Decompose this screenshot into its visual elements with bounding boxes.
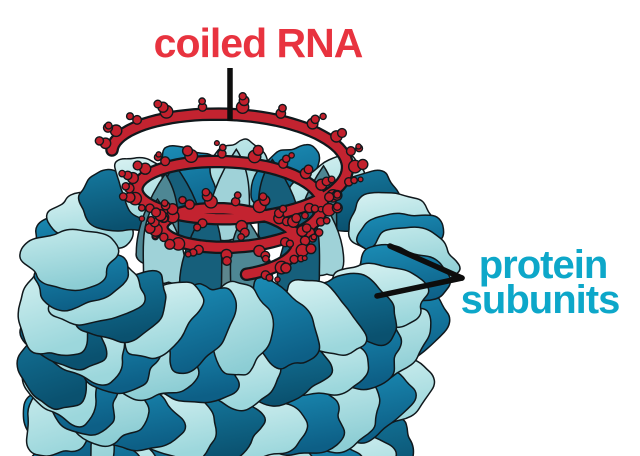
rna-base xyxy=(192,223,202,232)
rna-base xyxy=(146,215,156,225)
rna-base xyxy=(237,233,246,241)
rna-base xyxy=(160,199,169,207)
rna-base xyxy=(305,243,317,255)
protein-label-line1: protein xyxy=(479,243,608,287)
annotation-lines xyxy=(227,68,465,299)
rna-strand-tube xyxy=(107,109,352,279)
rna-base xyxy=(213,140,220,147)
rna-base xyxy=(310,114,321,125)
rna-base xyxy=(160,156,171,167)
rna-base xyxy=(278,103,287,113)
rna-base xyxy=(118,192,128,201)
rna-base xyxy=(301,223,312,234)
rna-base xyxy=(125,112,135,121)
rna-base xyxy=(289,254,299,265)
rna-base xyxy=(201,187,211,197)
rna-base xyxy=(319,112,327,121)
rna-base xyxy=(274,276,281,283)
rna-base xyxy=(158,232,169,243)
rna-base xyxy=(94,136,105,146)
rna-base xyxy=(345,146,357,157)
rna-label: coiled RNA xyxy=(154,20,363,66)
rna-base xyxy=(278,204,288,214)
rna-base xyxy=(301,255,308,262)
rna-base xyxy=(155,151,162,158)
rna-base xyxy=(181,145,194,157)
virus-capsid xyxy=(16,138,461,456)
rna-base xyxy=(233,191,242,200)
rna-base xyxy=(258,192,268,201)
rna-base xyxy=(221,256,232,267)
rna-base xyxy=(281,154,291,164)
rna-base xyxy=(288,152,295,159)
rna-base xyxy=(121,181,130,191)
rna-bases xyxy=(94,92,369,283)
rna-base xyxy=(164,238,176,250)
rna-base xyxy=(327,175,336,184)
rna-base xyxy=(138,215,146,222)
rna-base xyxy=(118,169,126,178)
rna-base xyxy=(314,228,324,237)
rna-base xyxy=(357,176,364,183)
rna-base xyxy=(291,213,302,224)
rna-base xyxy=(324,191,335,203)
rna-base xyxy=(184,250,192,258)
rna-base xyxy=(336,127,348,139)
rna-base xyxy=(261,254,270,263)
protein-label-line2: subunits xyxy=(461,278,620,322)
rna-base xyxy=(218,143,227,152)
rna-base xyxy=(310,204,320,213)
rna-base xyxy=(280,262,292,274)
rna-base xyxy=(350,176,358,185)
rna-base xyxy=(322,216,331,225)
rna-base xyxy=(238,92,247,101)
rna-base xyxy=(104,121,113,130)
rna-base xyxy=(150,207,162,218)
rna-base xyxy=(132,114,143,125)
protein-pointer-line-lower xyxy=(374,275,465,299)
rna-base xyxy=(310,233,318,241)
protein-pointer-line-upper xyxy=(387,243,465,281)
rna-base xyxy=(178,195,187,205)
rna-base xyxy=(137,203,146,212)
rna-base xyxy=(355,143,362,150)
rna-base xyxy=(301,211,309,220)
rna-base xyxy=(184,199,195,210)
protein-subunit xyxy=(19,228,120,292)
coiled-rna-strand xyxy=(94,92,369,283)
rna-base xyxy=(252,144,264,157)
rna-base xyxy=(332,202,342,211)
rna-base xyxy=(132,160,143,171)
rna-base xyxy=(153,99,163,109)
rna-base xyxy=(303,164,314,175)
rna-base xyxy=(285,239,295,248)
rna-base xyxy=(357,158,369,171)
rna-base xyxy=(333,190,342,199)
rna-base xyxy=(265,273,274,282)
rna-base xyxy=(198,97,207,106)
